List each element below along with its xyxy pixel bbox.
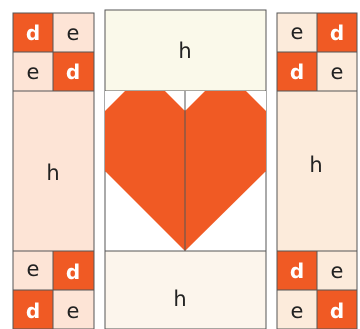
right-top-d-cell: d [317, 13, 357, 52]
left-h-panel: h [13, 91, 94, 251]
right-lower-e-cell: e [317, 251, 357, 290]
right-second-d-cell: d [277, 52, 317, 91]
right-bottom-e-cell: e [277, 290, 317, 329]
left-top-e-cell: e [53, 13, 94, 52]
left-lower-d-label: d [66, 260, 80, 284]
left-top-e-label: e [67, 21, 80, 45]
left-top-d-label: d [26, 21, 40, 45]
left-bottom-e-cell: e [53, 290, 94, 329]
left-bottom-e-label: e [67, 299, 80, 323]
center-top-h-panel: h [105, 10, 266, 91]
right-top-d-label: d [330, 21, 344, 45]
left-bottom-d-label: d [26, 299, 40, 323]
right-second-d-label: d [290, 60, 304, 84]
right-bottom-d-cell: d [317, 290, 357, 329]
center-top-h-label: h [178, 39, 191, 63]
right-top-e-label: e [291, 20, 304, 44]
left-column: d e e d h e d d [13, 13, 94, 329]
right-second-e-label: e [331, 60, 344, 84]
right-lower-d-cell: d [277, 251, 317, 290]
left-bottom-d-cell: d [13, 290, 53, 329]
right-lower-d-label: d [290, 259, 304, 283]
center-bottom-h-label: h [173, 287, 186, 311]
left-second-e-label: e [27, 60, 40, 84]
right-h-label: h [309, 153, 322, 177]
right-bottom-e-label: e [291, 299, 304, 323]
right-bottom-d-label: d [330, 299, 344, 323]
right-lower-e-label: e [331, 259, 344, 283]
left-second-d-cell: d [53, 52, 94, 91]
left-lower-d-cell: d [53, 251, 94, 290]
right-h-panel: h [277, 91, 357, 251]
left-top-d-cell: d [13, 13, 53, 52]
right-top-e-cell: e [277, 13, 317, 52]
center-column: h h [105, 10, 266, 329]
left-h-label: h [46, 161, 59, 185]
left-lower-e-label: e [27, 257, 40, 281]
center-bottom-h-panel: h [105, 251, 266, 329]
right-column: e d d e h d e e [277, 13, 357, 329]
left-lower-e-cell: e [13, 251, 53, 290]
right-second-e-cell: e [317, 52, 357, 91]
heart-block [105, 91, 266, 251]
left-second-d-label: d [66, 60, 80, 84]
left-second-e-cell: e [13, 52, 53, 91]
